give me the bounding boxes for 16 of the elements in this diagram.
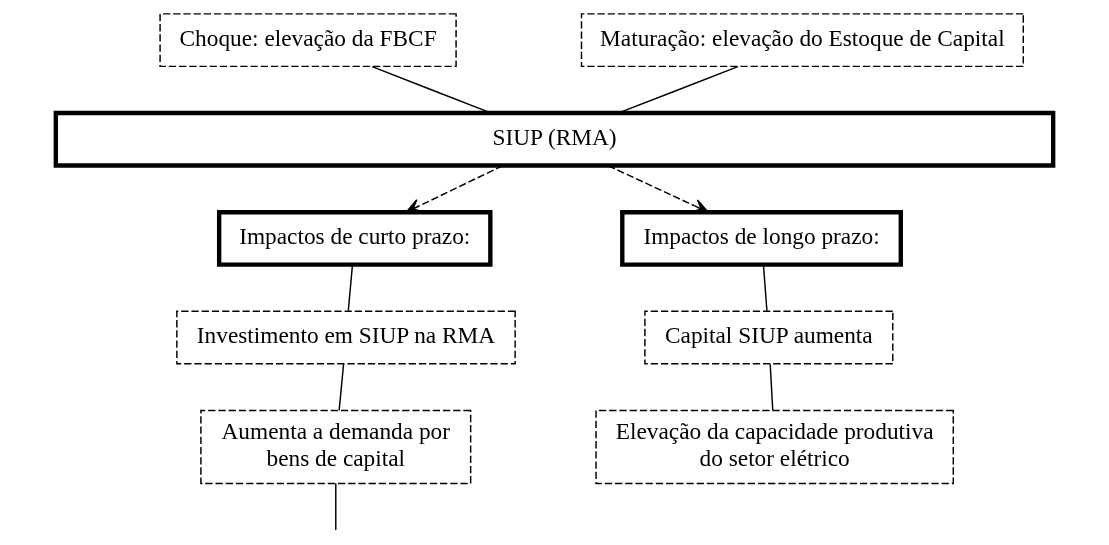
node-box: Investimento em SIUP na RMA — [176, 310, 516, 365]
node-box: Maturação: elevação do Estoque de Capital — [580, 13, 1024, 68]
connector — [769, 363, 774, 412]
connector — [347, 264, 354, 312]
node-box: SIUP (RMA) — [53, 110, 1056, 168]
arrow — [607, 165, 709, 213]
node-box: Choque: elevação da FBCF — [159, 13, 457, 68]
node-box: Elevação da capacidade produtiva do setor elétrico — [595, 409, 954, 485]
node-box: Aumenta a demanda por bens de capital — [200, 409, 472, 485]
connector — [338, 363, 345, 412]
connector — [762, 264, 768, 312]
node-box: Impactos de longo prazo: — [620, 210, 903, 267]
node-box: Capital SIUP aumenta — [644, 310, 894, 365]
node-box: Impactos de curto prazo: — [216, 210, 493, 267]
connector — [335, 482, 337, 531]
arrow — [405, 165, 504, 213]
